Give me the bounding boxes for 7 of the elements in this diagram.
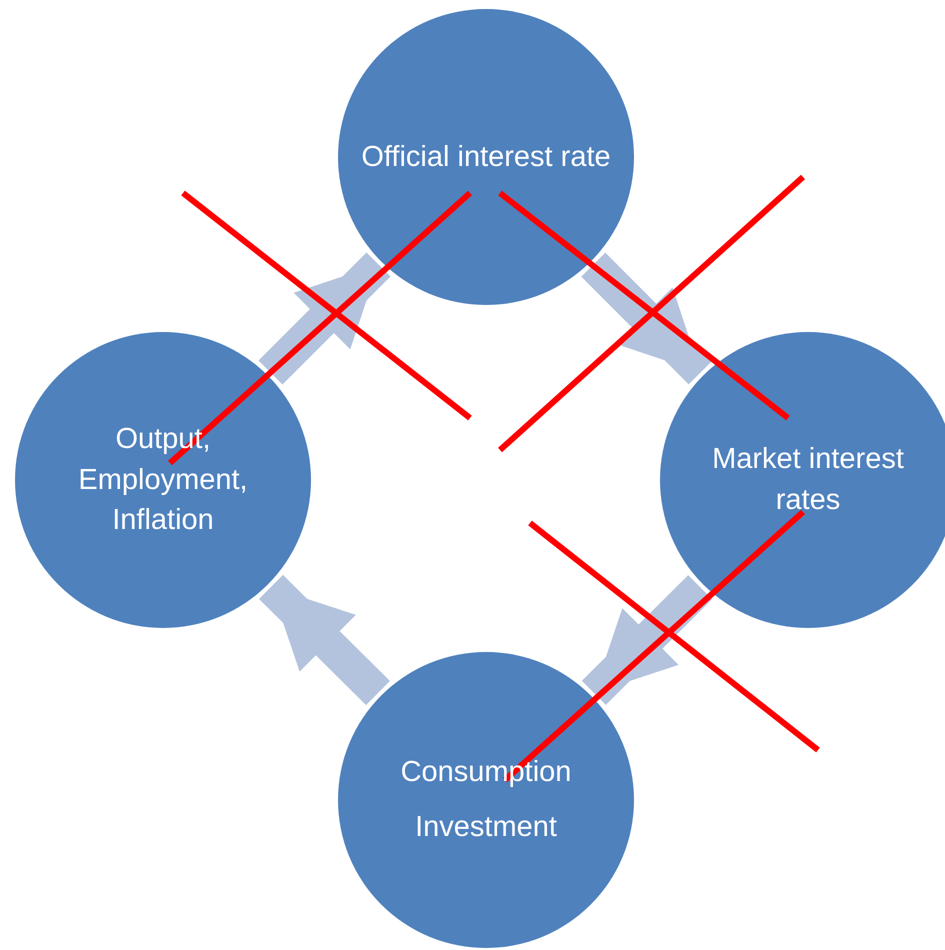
block-arrow — [259, 574, 390, 706]
node-text: Market interest rates — [711, 442, 905, 518]
block-arrow — [258, 252, 391, 385]
block-arrow — [581, 252, 713, 384]
node-text: Investment — [415, 810, 557, 845]
block-arrow — [582, 575, 712, 705]
node-text: Official interest rate — [361, 140, 611, 175]
